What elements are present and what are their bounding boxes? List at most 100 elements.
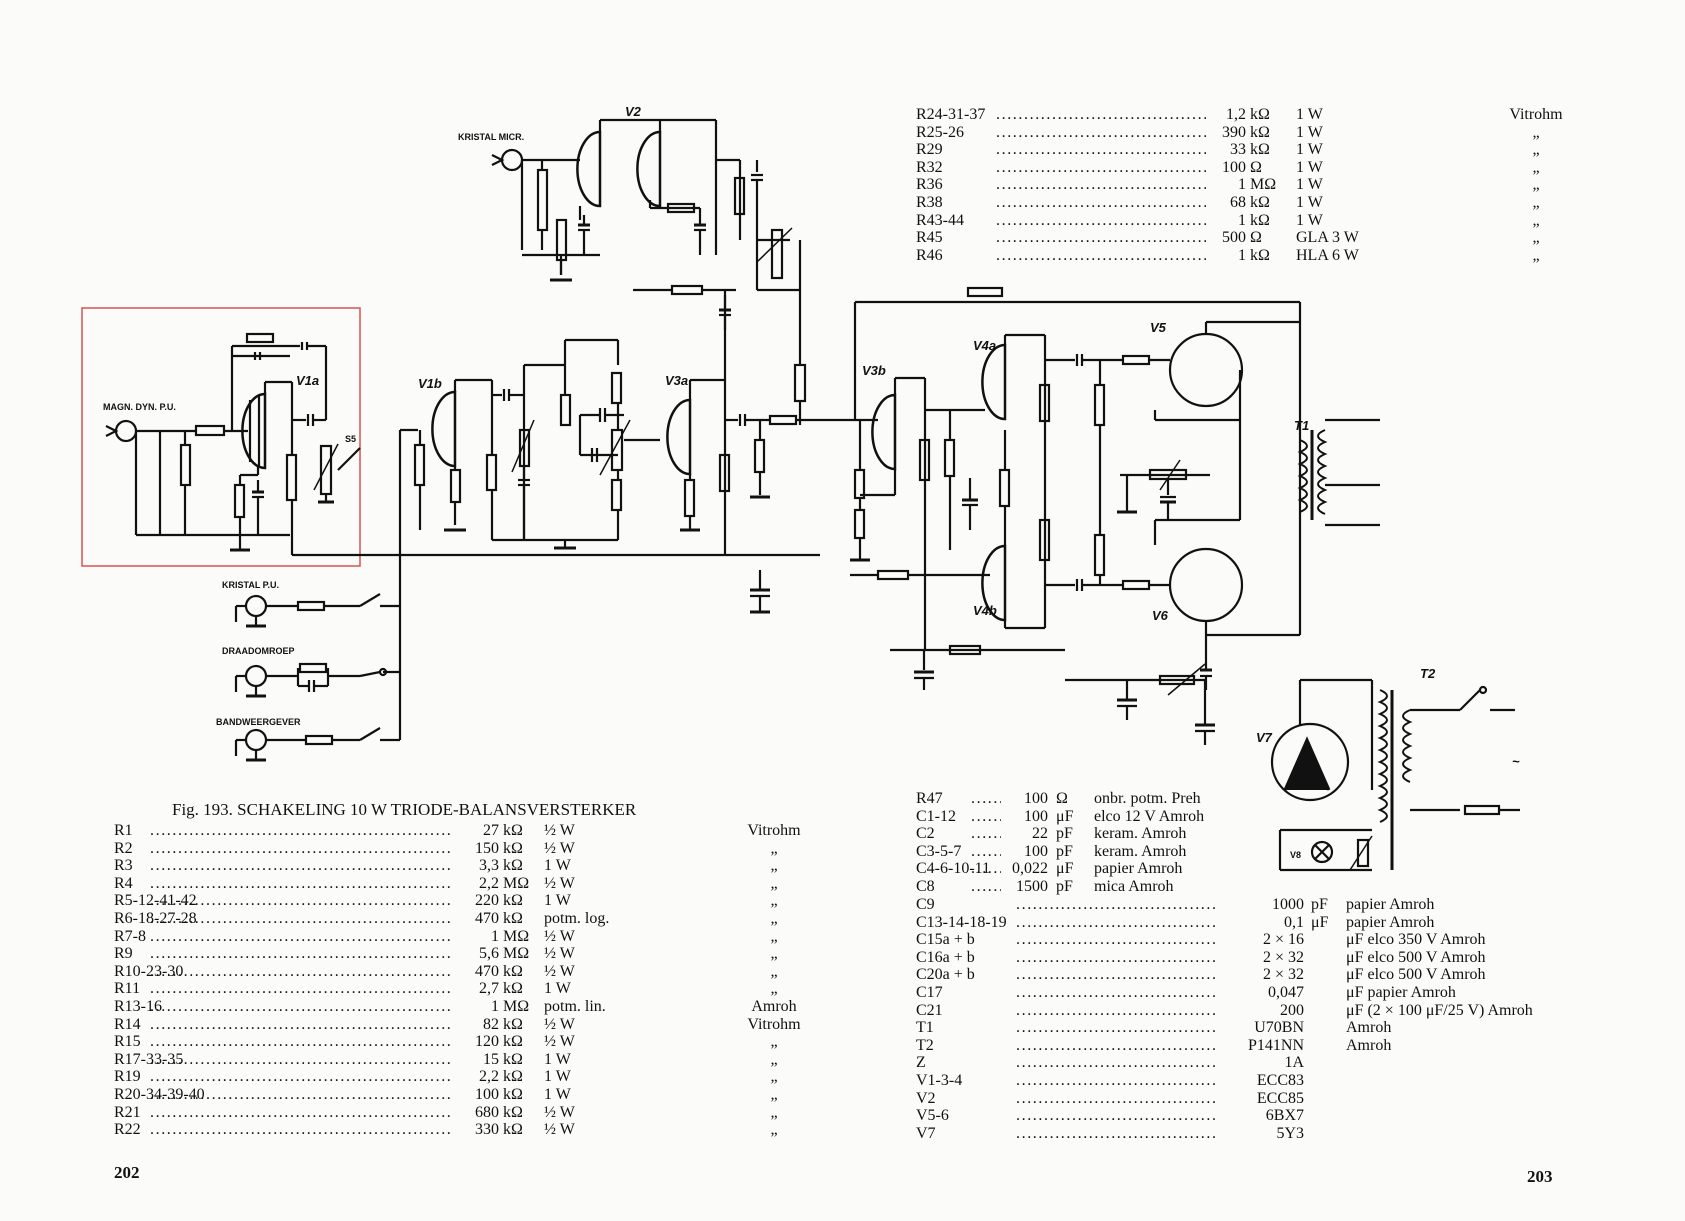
part-ref: R32: [916, 158, 943, 176]
phase-splitter: [750, 286, 1302, 690]
part-spec: 1 W: [1296, 106, 1323, 123]
part-ref: R9: [114, 945, 133, 963]
page-number-left: 202: [114, 1163, 140, 1182]
leader-dots: ........................................…: [150, 980, 450, 998]
leader-dots: ........................................…: [150, 874, 450, 892]
label-v8: V8: [1290, 850, 1301, 860]
part-unit: pF: [1056, 877, 1073, 895]
part-spec: keram. Amroh: [1094, 825, 1187, 843]
leader-dots: ........................................…: [996, 141, 1206, 159]
part-val: 100: [475, 1085, 499, 1103]
part-unit: pF: [1056, 842, 1073, 860]
part-ref: C9: [916, 896, 935, 913]
page-number-right: 203: [1527, 1167, 1553, 1186]
part-spec: 1 W: [1296, 141, 1323, 159]
part-make: „: [770, 1121, 778, 1139]
part-ref: C1-12: [916, 807, 956, 825]
label-v5: V5: [1150, 320, 1167, 335]
part-spec: HLA 6 W: [1296, 246, 1359, 264]
leader-dots: ........................................…: [150, 1033, 450, 1051]
part-ref: R7-8: [114, 927, 146, 945]
part-ref: R10-23-30: [114, 962, 184, 980]
part-make: „: [770, 1033, 778, 1051]
part-val: 5Y3: [1276, 1124, 1304, 1142]
part-spec: ½ W: [544, 822, 575, 839]
part-val: 470: [475, 909, 499, 927]
part-unit: pF: [1056, 825, 1073, 843]
part-ref: R43-44: [916, 211, 964, 229]
part-make: „: [770, 945, 778, 963]
part-ref: R38: [916, 193, 943, 211]
part-val: 2,2: [479, 1068, 499, 1086]
part-unit: MΩ: [1250, 176, 1277, 194]
part-ref: R11: [114, 980, 141, 998]
part-val: 1A: [1284, 1054, 1304, 1072]
power-supply: [1270, 678, 1520, 872]
leader-dots: ........................................…: [150, 1085, 450, 1103]
label-mains-tilde: ~: [1512, 754, 1520, 769]
part-ref: R13-16: [114, 997, 162, 1015]
part-val: 1: [491, 927, 499, 945]
label-v6: V6: [1152, 608, 1169, 623]
part-unit: kΩ: [1250, 246, 1270, 264]
leader-dots: ........................................…: [996, 106, 1206, 123]
part-ref: R6-18-27-28: [114, 909, 197, 927]
part-spec: 1 W: [544, 980, 571, 998]
part-ref: C20a + b: [916, 966, 975, 984]
leader-dots: ........................................…: [996, 176, 1206, 194]
part-val: 5,6: [479, 945, 499, 963]
part-val: 2,2: [479, 874, 499, 892]
label-magn-pu: MAGN. DYN. P.U.: [103, 402, 176, 412]
figure-caption: Fig. 193. SCHAKELING 10 W TRIODE-BALANSV…: [172, 800, 637, 819]
label-t2: T2: [1420, 666, 1436, 681]
part-spec: onbr. potm. Preh: [1094, 790, 1201, 807]
leader-dots: ........................................…: [1016, 896, 1216, 913]
part-spec: ½ W: [544, 1033, 575, 1051]
part-ref: R45: [916, 229, 943, 247]
part-val: ECC83: [1256, 1071, 1304, 1089]
part-make: „: [770, 1103, 778, 1121]
part-make: Vitrohm: [747, 1015, 801, 1033]
part-spec: 1 W: [1296, 211, 1323, 229]
part-val: 1500: [1016, 877, 1048, 895]
part-unit: kΩ: [503, 1103, 523, 1121]
part-unit: kΩ: [503, 857, 523, 875]
part-val: 0,047: [1268, 983, 1304, 1001]
part-spec: ½ W: [544, 1103, 575, 1121]
part-ref: R22: [114, 1121, 141, 1139]
part-spec: GLA 3 W: [1296, 229, 1359, 247]
part-spec: potm. log.: [544, 909, 610, 927]
leader-dots: ........................................…: [150, 1015, 450, 1033]
part-ref: V2: [916, 1089, 936, 1107]
part-val: 100: [1024, 790, 1048, 807]
part-spec: Amroh: [1346, 1036, 1392, 1054]
part-unit: kΩ: [503, 1050, 523, 1068]
label-v1b: V1b: [418, 376, 442, 391]
part-ref: R15: [114, 1033, 141, 1051]
part-spec: 1 W: [1296, 158, 1323, 176]
label-t1: T1: [1294, 418, 1309, 433]
part-make: „: [770, 1085, 778, 1103]
part-spec: 1 W: [544, 892, 571, 910]
part-make: „: [1532, 158, 1540, 176]
part-val: 1000: [1272, 896, 1304, 913]
part-unit: kΩ: [503, 980, 523, 998]
part-spec: μF elco 500 V Amroh: [1346, 948, 1486, 966]
part-ref: T1: [916, 1019, 934, 1037]
part-unit: kΩ: [1250, 211, 1270, 229]
part-unit: μF: [1311, 913, 1329, 931]
label-v1a: V1a: [296, 373, 319, 388]
microphone-stage: [491, 118, 807, 425]
part-unit: MΩ: [503, 997, 530, 1015]
